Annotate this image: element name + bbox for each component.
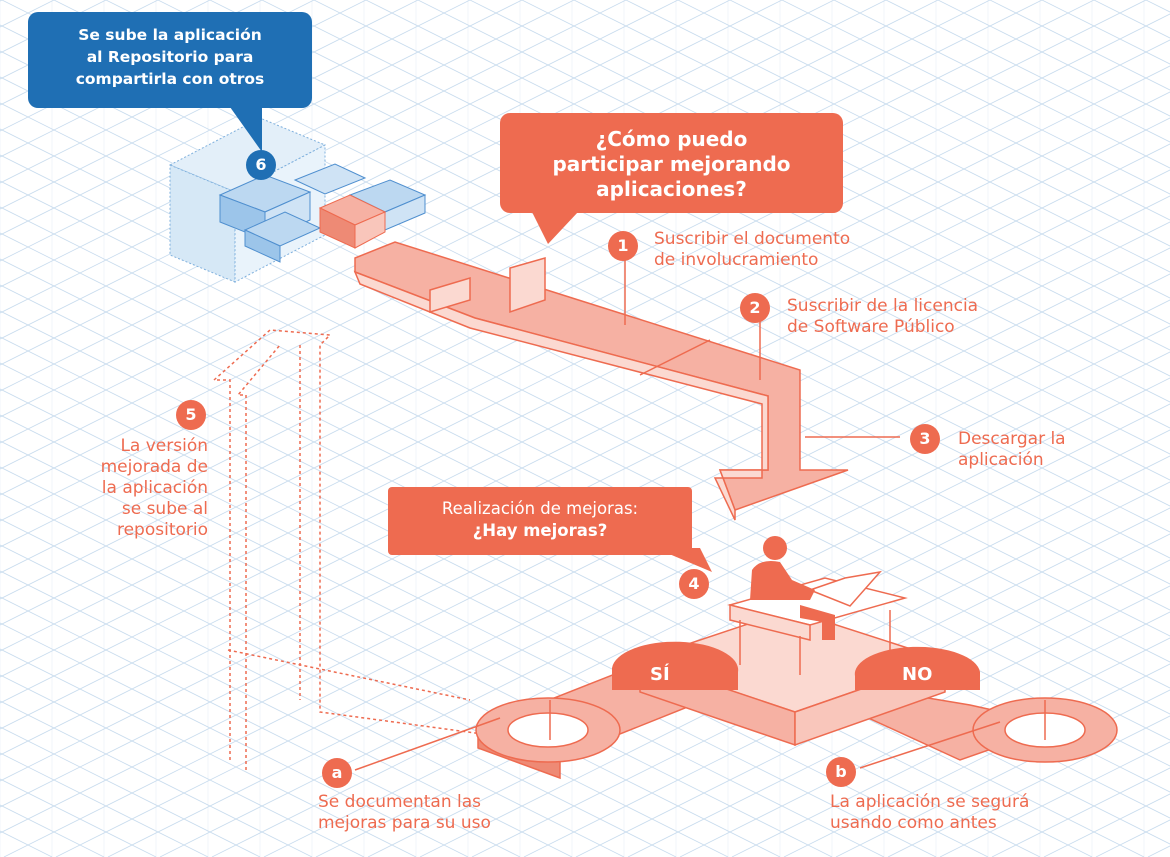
title-bubble: ¿Cómo puedo participar mejorando aplicac…	[500, 113, 843, 213]
step-2-line-1: Suscribir de la licencia	[787, 296, 979, 316]
branch-b-line-2: usando como antes	[830, 813, 997, 833]
decision-platform	[354, 536, 1118, 780]
title-line-1: ¿Cómo puedo	[595, 127, 748, 151]
step-5-label: La versión mejorada de la aplicación se …	[40, 436, 208, 541]
repository-cube	[168, 117, 427, 283]
no-label: NO	[902, 664, 933, 685]
step-4-badge: 4	[679, 569, 709, 599]
step-2-line-2: de Software Público	[787, 317, 955, 337]
branch-b-label: La aplicación se segurá usando como ante…	[830, 792, 1029, 834]
title-line-3: aplicaciones?	[596, 177, 747, 201]
step-3-badge: 3	[910, 424, 940, 454]
branch-a-line-1: Se documentan las	[318, 792, 482, 812]
step-3-line-2: aplicación	[958, 450, 1044, 470]
step-2-label: Suscribir de la licencia de Software Púb…	[787, 296, 978, 338]
step-5-line-3: la aplicación	[101, 478, 208, 498]
step-1-line-2: de involucramiento	[654, 250, 819, 270]
step-5-line-4: se sube al	[121, 499, 208, 519]
repository-upload-bubble: Se sube la aplicación al Repositorio par…	[28, 12, 312, 108]
branch-b-line-1: La aplicación se segurá	[830, 792, 1030, 812]
step-2-badge: 2	[740, 293, 770, 323]
step4-line-2: ¿Hay mejoras?	[472, 521, 608, 540]
step4-improvements-bubble: Realización de mejoras: ¿Hay mejoras?	[388, 487, 692, 555]
branch-b-badge: b	[826, 757, 856, 787]
step-1-label: Suscribir el documento de involucramient…	[654, 229, 850, 271]
step-5-line-1: La versión	[120, 436, 208, 456]
step-1-line-1: Suscribir el documento	[654, 229, 851, 249]
step-1-badge: 1	[608, 231, 638, 261]
repository-upload-line-1: Se sube la aplicación	[78, 26, 262, 44]
step-5-badge: 5	[176, 400, 206, 430]
branch-a-line-2: mejoras para su uso	[318, 813, 491, 833]
branch-a-badge: a	[322, 758, 352, 788]
step-5-line-2: mejorada de	[100, 457, 208, 477]
repository-upload-line-3: compartirla con otros	[75, 70, 265, 88]
step-3-line-1: Descargar la	[958, 429, 1066, 449]
title-bubble-tail	[532, 212, 578, 244]
step-3-label: Descargar la aplicación	[958, 429, 1066, 471]
step4-line-1: Realización de mejoras:	[441, 499, 639, 518]
main-flow-arrow	[353, 241, 900, 521]
step-5-line-5: repositorio	[116, 520, 208, 540]
top-bubble-tail	[225, 100, 262, 152]
return-path-dashed	[212, 329, 491, 770]
yes-label: SÍ	[650, 664, 670, 685]
repository-upload-line-2: al Repositorio para	[86, 48, 254, 66]
branch-a-label: Se documentan las mejoras para su uso	[318, 792, 491, 834]
step-6-badge: 6	[246, 150, 276, 180]
title-line-2: participar mejorando	[552, 152, 791, 176]
